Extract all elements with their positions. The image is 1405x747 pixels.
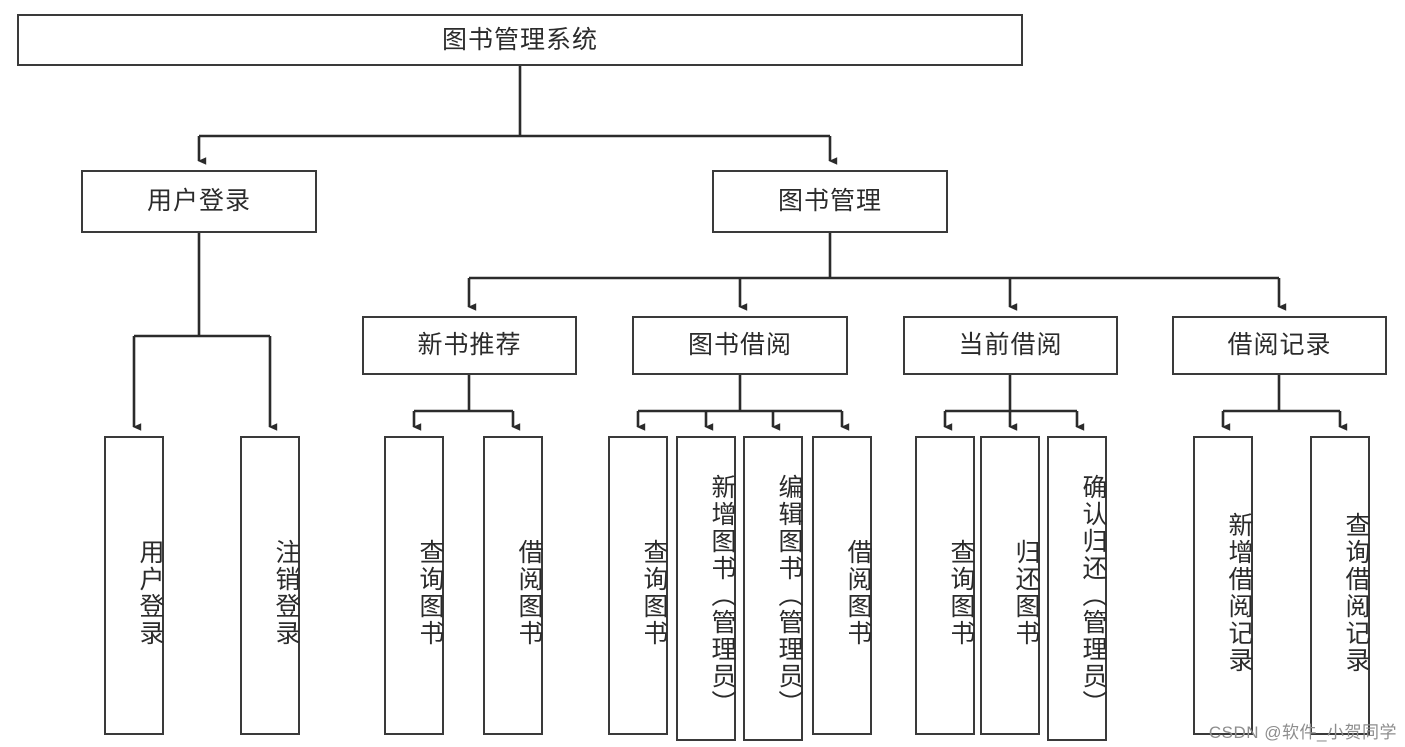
node-leaf-query-book-2-label: 查询图书 [640,538,668,647]
node-leaf-edit-book-label: 编辑图书（管理员） [775,474,803,717]
node-book-manage-label: 图书管理 [777,187,882,215]
csdn-watermark: CSDN @软件_小贺同学 [1208,723,1397,742]
node-leaf-add-record[interactable]: 新增借阅记录 [1193,436,1253,735]
node-leaf-borrow-book-1[interactable]: 借阅图书 [483,436,543,735]
node-leaf-edit-book[interactable]: 编辑图书（管理员） [743,436,803,741]
node-new-book-recommend[interactable]: 新书推荐 [362,316,577,375]
node-leaf-add-book[interactable]: 新增图书（管理员） [676,436,736,741]
node-leaf-return-book-label: 归还图书 [1012,538,1040,647]
node-leaf-logout-label: 注销登录 [272,538,300,647]
node-root-label: 图书管理系统 [441,25,598,54]
node-leaf-borrow-book-2-label: 借阅图书 [844,538,872,647]
node-book-manage[interactable]: 图书管理 [712,170,948,233]
node-leaf-add-record-label: 新增借阅记录 [1225,511,1253,674]
node-current-borrow-label: 当前借阅 [958,331,1063,359]
node-root[interactable]: 图书管理系统 [17,14,1023,66]
node-leaf-query-book-1[interactable]: 查询图书 [384,436,444,735]
node-leaf-logout[interactable]: 注销登录 [240,436,300,735]
node-leaf-user-login[interactable]: 用户登录 [104,436,164,735]
node-user-login[interactable]: 用户登录 [81,170,317,233]
node-new-book-recommend-label: 新书推荐 [417,331,522,359]
node-leaf-query-book-1-label: 查询图书 [416,538,444,647]
node-current-borrow[interactable]: 当前借阅 [903,316,1118,375]
node-leaf-query-book-3[interactable]: 查询图书 [915,436,975,735]
node-leaf-confirm-return[interactable]: 确认归还（管理员） [1047,436,1107,741]
node-leaf-query-book-2[interactable]: 查询图书 [608,436,668,735]
node-leaf-query-record[interactable]: 查询借阅记录 [1310,436,1370,735]
node-borrow-record-label: 借阅记录 [1227,331,1332,359]
node-leaf-borrow-book-1-label: 借阅图书 [515,538,543,647]
node-book-borrow[interactable]: 图书借阅 [632,316,848,375]
node-leaf-user-login-label: 用户登录 [136,538,164,647]
node-book-borrow-label: 图书借阅 [687,331,792,359]
node-leaf-query-record-label: 查询借阅记录 [1342,511,1370,674]
node-user-login-label: 用户登录 [146,187,251,215]
node-leaf-return-book[interactable]: 归还图书 [980,436,1040,735]
node-leaf-add-book-label: 新增图书（管理员） [708,474,736,717]
node-borrow-record[interactable]: 借阅记录 [1172,316,1387,375]
node-leaf-borrow-book-2[interactable]: 借阅图书 [812,436,872,735]
node-leaf-confirm-return-label: 确认归还（管理员） [1079,474,1107,717]
node-leaf-query-book-3-label: 查询图书 [947,538,975,647]
